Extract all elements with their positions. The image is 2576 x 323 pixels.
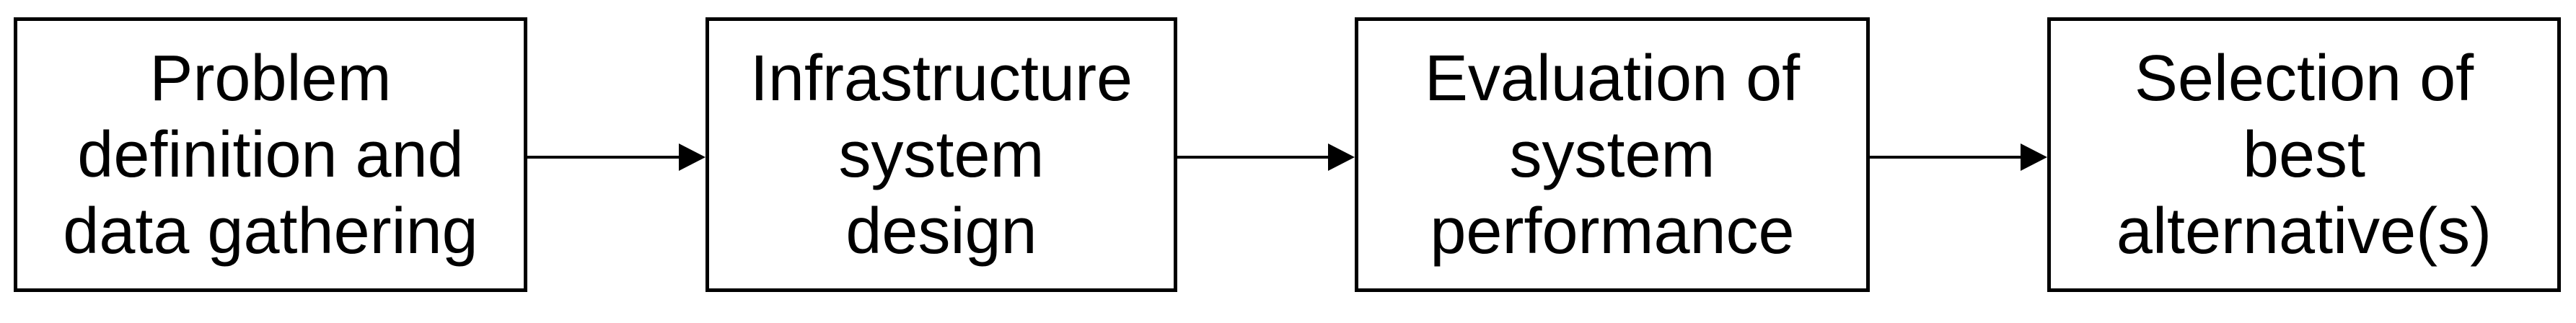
arrow-right-icon: [2021, 143, 2047, 171]
step-box-selection-alternative: Selection of best alternative(s): [2047, 17, 2561, 292]
flow-connector-line-2: [1177, 156, 1329, 159]
arrow-right-icon: [679, 143, 705, 171]
flow-connector-line-1: [527, 156, 680, 159]
step-label-selection-alternative: Selection of best alternative(s): [2116, 42, 2492, 267]
arrow-right-icon: [1328, 143, 1355, 171]
flow-connector-line-3: [1870, 156, 2022, 159]
step-box-evaluation-performance: Evaluation of system performance: [1355, 17, 1870, 292]
step-box-infrastructure-design: Infrastructure system design: [705, 17, 1177, 292]
step-label-infrastructure-design: Infrastructure system design: [749, 42, 1133, 267]
step-box-problem-definition: Problem definition and data gathering: [14, 17, 527, 292]
step-label-problem-definition: Problem definition and data gathering: [63, 42, 478, 267]
step-label-evaluation-performance: Evaluation of system performance: [1424, 42, 1801, 267]
